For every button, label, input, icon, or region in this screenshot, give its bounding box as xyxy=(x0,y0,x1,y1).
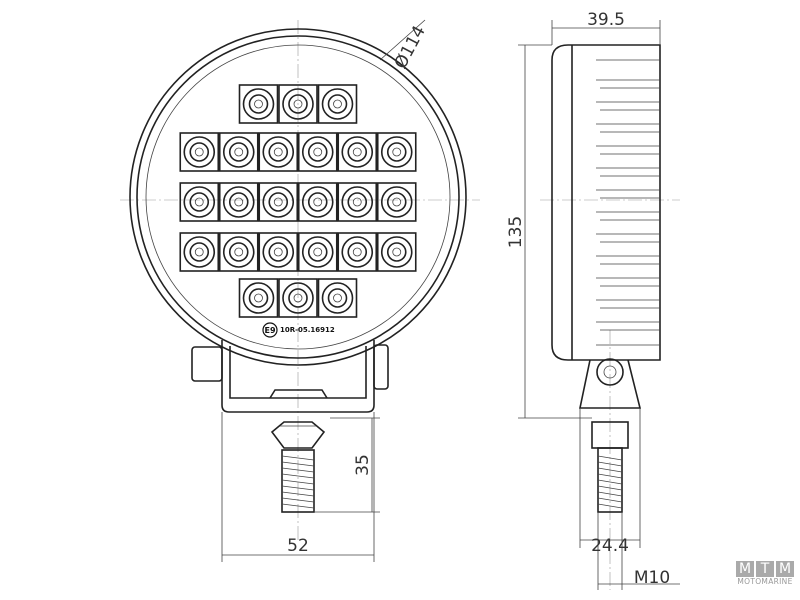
led xyxy=(278,84,318,124)
diameter-leader xyxy=(379,19,426,61)
led xyxy=(179,232,220,272)
led xyxy=(218,182,259,222)
dim-diameter: Ø114 xyxy=(391,22,430,72)
led xyxy=(278,278,318,318)
brand-name: MOTOMARINE xyxy=(737,577,793,586)
thread-line xyxy=(597,455,623,461)
dim-depth: 39.5 xyxy=(587,10,625,30)
dim-height: 135 xyxy=(506,216,526,248)
side-view xyxy=(551,44,661,513)
cooling-fin xyxy=(596,277,660,287)
thread-line xyxy=(597,461,623,467)
approval-code: 10R-05.16912 xyxy=(280,326,335,334)
led xyxy=(297,182,338,222)
led xyxy=(258,232,299,272)
cooling-fin xyxy=(596,145,660,155)
thread-line xyxy=(281,455,315,461)
led xyxy=(179,182,220,222)
thread-line xyxy=(281,491,315,497)
dim-bolt-length: 35 xyxy=(353,454,373,476)
led xyxy=(238,84,279,124)
cooling-fin xyxy=(596,255,660,265)
thread-line xyxy=(597,497,623,503)
led xyxy=(376,232,417,272)
led xyxy=(337,182,378,222)
cooling-fin xyxy=(596,233,660,243)
thread-line xyxy=(597,485,623,491)
approval-mark: E9 10R-05.16912 xyxy=(262,322,335,338)
cooling-fin xyxy=(596,167,660,177)
cooling-fin xyxy=(596,321,660,331)
cooling-fin xyxy=(596,101,660,111)
thread-line xyxy=(281,485,315,491)
thread-line xyxy=(597,473,623,479)
led xyxy=(258,132,299,172)
led xyxy=(218,232,259,272)
thread-line xyxy=(281,473,315,479)
thread-line xyxy=(597,491,623,497)
front-view xyxy=(129,28,467,513)
thread-line xyxy=(281,467,315,473)
approval-symbol: E9 xyxy=(264,326,275,335)
cooling-fin xyxy=(596,123,660,133)
cooling-fin xyxy=(596,299,660,309)
led xyxy=(337,232,378,272)
cooling-fin xyxy=(596,211,660,221)
led xyxy=(376,182,417,222)
thread-line xyxy=(281,497,315,503)
dim-bracket-depth: 24.4 xyxy=(591,536,629,556)
led xyxy=(297,232,338,272)
dim-thread: M10 xyxy=(634,568,670,588)
dim-bracket-width: 52 xyxy=(287,536,309,556)
led xyxy=(258,182,299,222)
cooling-fin xyxy=(596,79,660,89)
dimension-lines xyxy=(221,20,680,590)
led xyxy=(317,84,358,124)
led xyxy=(337,132,378,172)
led-array xyxy=(179,84,417,318)
thread-line xyxy=(597,479,623,485)
led xyxy=(218,132,259,172)
led xyxy=(376,132,417,172)
thread-line xyxy=(281,503,315,509)
thread-line xyxy=(597,503,623,509)
thread-line xyxy=(281,461,315,467)
led xyxy=(297,132,338,172)
thread-line xyxy=(597,467,623,473)
led xyxy=(238,278,279,318)
cooling-fin xyxy=(596,189,660,199)
led xyxy=(179,132,220,172)
thread-line xyxy=(281,479,315,485)
led xyxy=(317,278,358,318)
